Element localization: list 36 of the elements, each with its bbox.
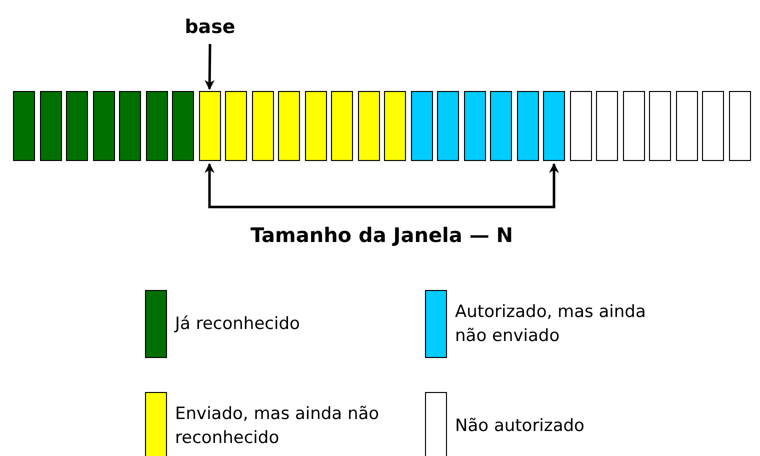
packet-slot	[516, 91, 538, 161]
legend-label: Já reconhecido	[175, 313, 301, 336]
packet-slot	[198, 91, 220, 161]
arrow	[204, 163, 559, 208]
packet-slot	[331, 91, 353, 161]
packet-slot	[728, 91, 750, 161]
packet-slot	[676, 91, 698, 161]
packet-slot	[570, 91, 592, 161]
packet-slot	[119, 91, 141, 161]
packet-slot	[146, 91, 168, 161]
packet-slot	[92, 91, 114, 161]
packet-slot	[172, 91, 194, 161]
packet-slot	[384, 91, 406, 161]
packet-slot	[543, 91, 565, 161]
packet-slot	[437, 91, 459, 161]
arrow	[204, 44, 215, 90]
packet-slot	[702, 91, 724, 161]
pointer-label: base	[180, 16, 240, 38]
legend-label: Enviado, mas ainda não reconhecido	[175, 403, 380, 450]
packet-slot	[464, 91, 486, 161]
packet-slot	[358, 91, 380, 161]
packet-slot	[490, 91, 512, 161]
packet-slot	[225, 91, 247, 161]
packet-slot	[410, 91, 432, 161]
packet-slot	[622, 91, 644, 161]
legend-label: Não autorizado	[455, 415, 586, 438]
packet-slot	[649, 91, 671, 161]
packet-slot	[66, 91, 88, 161]
packet-slot	[304, 91, 326, 161]
packet-slot	[596, 91, 618, 161]
packet-slot	[40, 91, 62, 161]
legend-label: Autorizado, mas ainda não enviado	[455, 301, 647, 348]
edge-label: Tamanho da Janela — N	[249, 223, 514, 247]
packet-slot	[13, 91, 35, 161]
packet-slot	[278, 91, 300, 161]
packet-slot	[252, 91, 274, 161]
